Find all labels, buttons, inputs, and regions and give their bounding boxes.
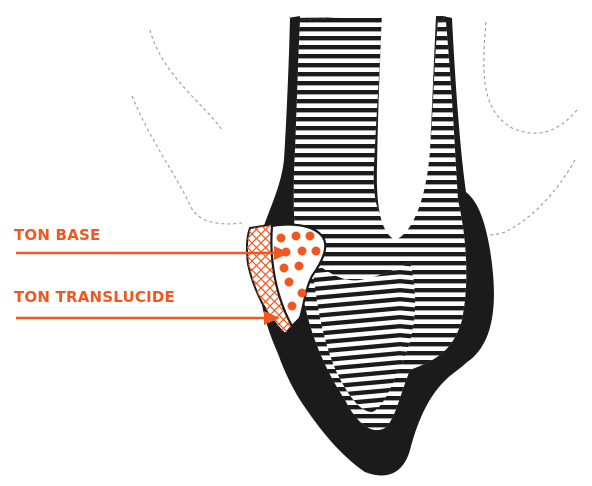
right-root-outline bbox=[470, 160, 575, 235]
label-ton-translucide: TON TRANSLUCIDE bbox=[14, 288, 175, 306]
left-root-outline bbox=[132, 96, 242, 224]
label-ton-base: TON BASE bbox=[14, 226, 100, 244]
right-tooth-outline bbox=[484, 22, 577, 133]
left-tooth-outline bbox=[150, 30, 222, 130]
